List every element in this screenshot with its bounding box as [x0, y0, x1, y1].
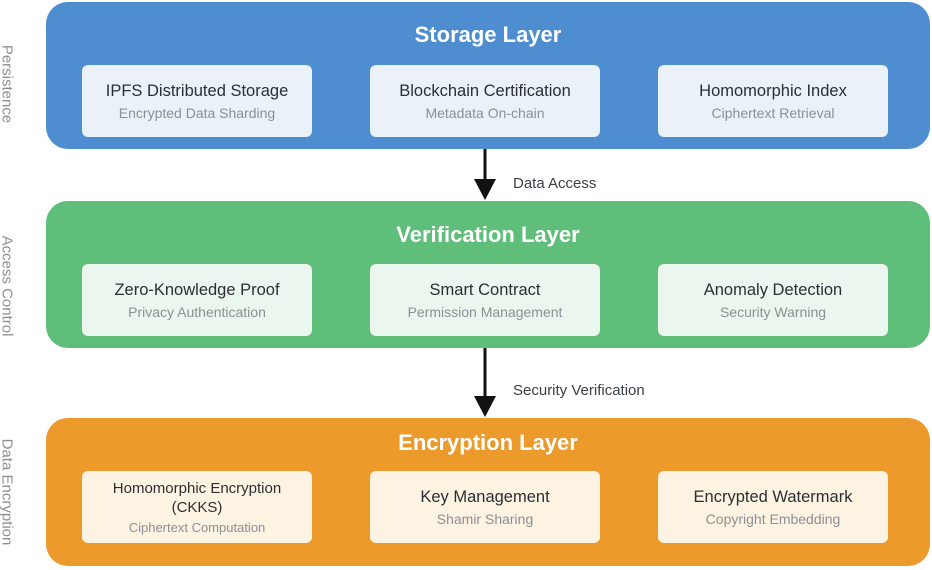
- card-smart-contract: Smart Contract Permission Management: [370, 264, 600, 336]
- card-name: Encrypted Watermark: [693, 487, 853, 506]
- arrow-label-data-access: Data Access: [513, 175, 597, 192]
- side-label-data-encryption: Data Encryption: [0, 438, 16, 546]
- card-name: Key Management: [420, 487, 550, 506]
- card-subtitle: Permission Management: [407, 303, 563, 320]
- card-homomorphic-encryption: Homomorphic Encryption (CKKS) Ciphertext…: [82, 471, 312, 543]
- card-name: Homomorphic Encryption (CKKS): [112, 479, 282, 516]
- card-name: Smart Contract: [429, 280, 541, 299]
- down-arrow-icon: [474, 348, 496, 417]
- side-label-persistence: Persistence: [0, 44, 16, 124]
- arrow-label-security-verification: Security Verification: [513, 382, 645, 399]
- card-subtitle: Copyright Embedding: [705, 510, 841, 527]
- card-key-management: Key Management Shamir Sharing: [370, 471, 600, 543]
- layer-title: Storage Layer: [414, 22, 562, 47]
- storage-layer: Storage Layer IPFS Distributed Storage E…: [46, 2, 930, 149]
- card-subtitle: Ciphertext Computation: [128, 519, 266, 535]
- layer-title: Verification Layer: [396, 222, 580, 247]
- card-blockchain-certification: Blockchain Certification Metadata On-cha…: [370, 65, 600, 137]
- down-arrow-icon: [474, 149, 496, 200]
- card-subtitle: Encrypted Data Sharding: [118, 104, 276, 121]
- card-encrypted-watermark: Encrypted Watermark Copyright Embedding: [658, 471, 888, 543]
- layer-title: Encryption Layer: [398, 430, 578, 455]
- card-homomorphic-index: Homomorphic Index Ciphertext Retrieval: [658, 65, 888, 137]
- card-subtitle: Shamir Sharing: [436, 510, 534, 527]
- card-zero-knowledge-proof: Zero-Knowledge Proof Privacy Authenticat…: [82, 264, 312, 336]
- card-subtitle: Metadata On-chain: [425, 104, 545, 121]
- card-ipfs-distributed-storage: IPFS Distributed Storage Encrypted Data …: [82, 65, 312, 137]
- card-name: Homomorphic Index: [699, 81, 847, 100]
- encryption-layer: Encryption Layer Homomorphic Encryption …: [46, 418, 930, 566]
- card-name: Zero-Knowledge Proof: [114, 280, 280, 299]
- card-subtitle: Privacy Authentication: [128, 303, 266, 320]
- card-name: Anomaly Detection: [703, 280, 843, 299]
- card-subtitle: Security Warning: [719, 303, 827, 320]
- card-name: Blockchain Certification: [399, 81, 571, 100]
- verification-layer: Verification Layer Zero-Knowledge Proof …: [46, 201, 930, 348]
- card-anomaly-detection: Anomaly Detection Security Warning: [658, 264, 888, 336]
- side-label-access-control: Access Control: [0, 235, 16, 337]
- card-subtitle: Ciphertext Retrieval: [711, 104, 835, 121]
- card-name: IPFS Distributed Storage: [105, 81, 289, 100]
